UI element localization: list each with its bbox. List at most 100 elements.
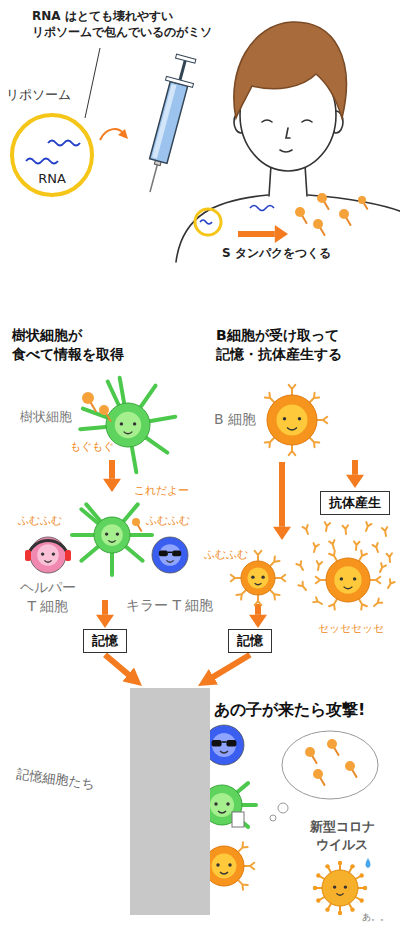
plasma-cell [386,579,395,589]
plasma-cell [311,543,319,553]
b-cell [277,405,308,436]
plasma-cell [353,541,359,550]
dendritic-cell [124,432,133,434]
curl-arrow [118,129,128,139]
cell-name: B 細胞 [214,410,256,429]
killer-t-cell [159,551,168,557]
memory-cells [220,872,228,874]
b-cell [289,385,296,395]
virus-icon [313,858,371,915]
section-heading: B細胞が受け取って 記憶・抗体産生する [216,326,352,364]
memory-cells [212,740,222,746]
flow-arrow [275,225,288,243]
memory-cells [228,863,231,866]
callout-note: RNA はとても壊れやすい リポソームで包んでいるのがミソ [32,8,227,40]
plasma-cell [378,563,387,573]
dendritic-cell [133,422,136,425]
dendritic-cell [82,392,94,404]
virus-icon [325,864,329,868]
memory-cells [226,802,229,805]
virus-name: 新型コロナ ウイルス [304,818,380,853]
virus-icon [338,911,342,915]
memory-wall: 記憶細胞たち [130,688,210,915]
plasma-cell [343,525,349,534]
person-figure [286,128,290,138]
syringe-icon [180,61,185,80]
person-figure [280,150,292,152]
b-cell [255,551,262,561]
virus-icon [316,898,320,902]
speech-text: セッセセッセ [318,622,384,637]
person-figure [176,22,400,262]
dendritic-cell [120,422,123,425]
step-caption: S タンパクをつくる [222,245,331,261]
dendritic-cell [99,405,109,415]
b-cell [261,575,264,578]
helper-t-cell [44,560,51,562]
plasma-cell [370,577,380,584]
virus-icon [359,898,363,902]
memory-cells [244,863,254,870]
virus-icon [322,870,358,906]
virus-icon [359,873,363,877]
person-figure [262,120,272,122]
b-cell [255,551,262,561]
plasma-cell [303,525,311,535]
memory-cells [210,793,234,817]
b-cell [251,575,254,578]
memory-cells [226,740,236,746]
thought-bubble [345,761,355,771]
plasma-cell [334,566,361,593]
memory-cells [202,725,256,890]
liposome-circle: リポソームRNA [10,113,94,197]
memory-cells [212,854,237,879]
plasma-cell [353,541,359,550]
helper-t-cell [37,544,59,566]
killer-t-cell [172,551,181,557]
plasma-cell [296,561,305,571]
memory-cells [216,863,219,866]
helper-t-cell [25,537,71,573]
process-box: 記憶 [83,629,127,653]
speech-text: あの子が来たら攻撃! [214,699,365,721]
dendritic-cell [108,540,115,542]
dendritic-cell [105,532,108,535]
memory-cells [218,811,226,813]
person-figure [234,22,346,118]
virus-icon [316,873,320,877]
process-box: 抗体産生 [320,491,390,515]
speech-text: ふむふむ [146,514,190,529]
thought-bubble [327,739,337,749]
plasma-cell [382,527,389,536]
flow-arrow [249,615,267,628]
b-cell [289,445,296,455]
plasma-cell [326,558,370,602]
plasma-cell [373,543,381,553]
flow-arrow [102,600,108,615]
virus-icon [350,907,354,911]
flow-connector [205,655,250,682]
flow-arrow [96,615,114,628]
liposome-circle [48,141,80,146]
plasma-cell [313,597,323,606]
memory-cells [222,741,227,743]
b-cell [275,575,285,582]
plasma-cell [315,561,322,570]
s-protein-icons [317,193,327,203]
thought-bubble [313,769,323,779]
plasma-cell [386,579,395,589]
helper-t-cell [25,550,31,561]
memory-cells [232,812,244,827]
dendritic-cell [80,378,175,473]
memory-cells [212,733,236,757]
node-text: 記憶 [237,632,263,650]
thought-bubble [270,731,378,821]
person-figure [302,120,312,122]
virus-icon [344,885,347,888]
b-cell [231,575,241,582]
plasma-cell [298,582,308,592]
node-text: 記憶細胞たち [16,766,95,792]
b-cell [231,575,241,582]
speech-text: ふむふむ [204,548,248,563]
